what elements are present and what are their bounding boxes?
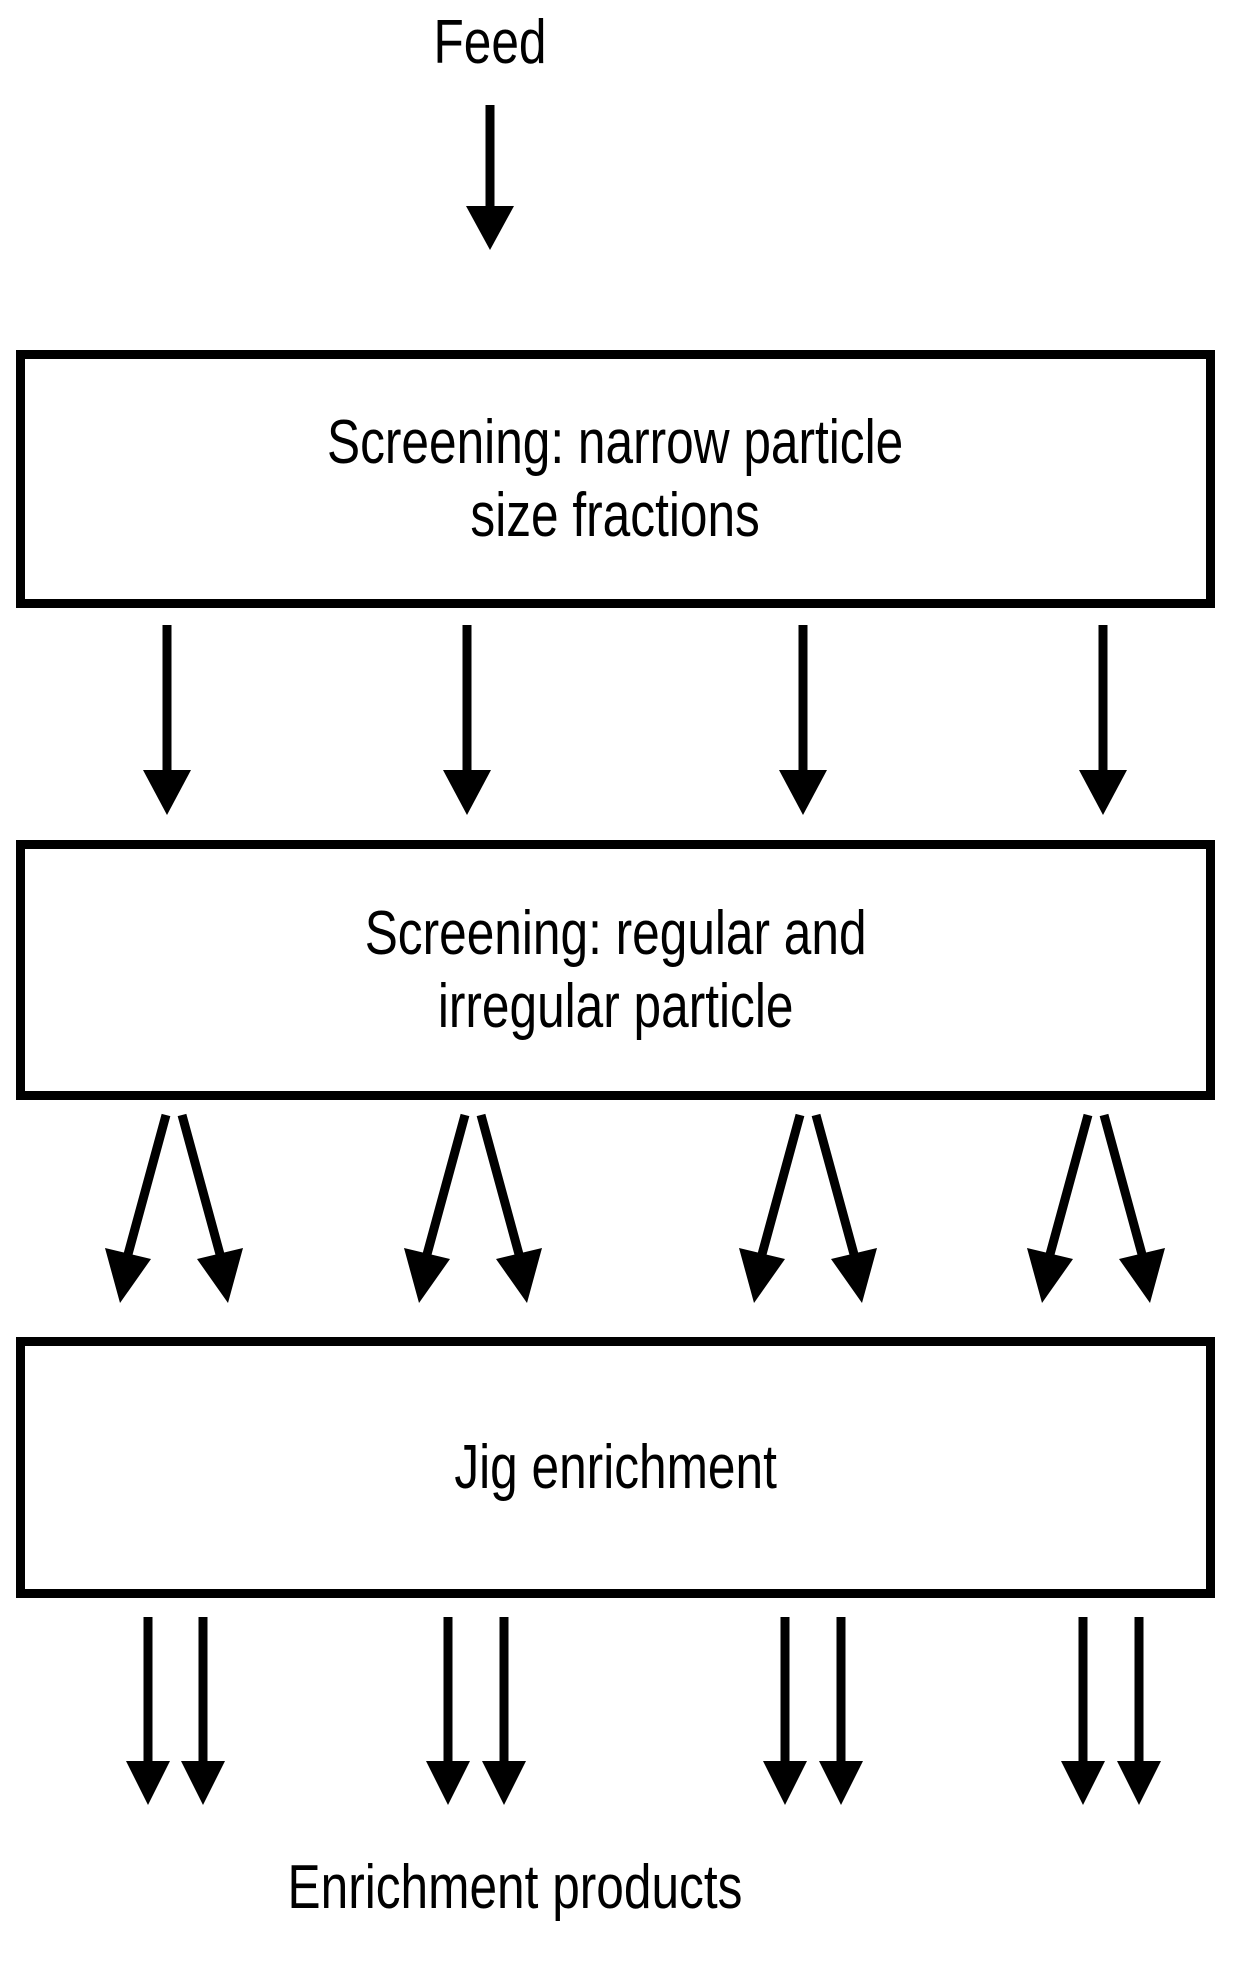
arrow-jig-to-products-2: [181, 1617, 225, 1805]
arrow-jig-to-products-6: [819, 1617, 863, 1805]
arrow-regular-to-jig-1a: [105, 1113, 171, 1303]
arrow-jig-to-products-7: [1061, 1617, 1105, 1805]
process-box-jig-enrichment: Jig enrichment: [16, 1337, 1215, 1598]
enrichment-products-label: Enrichment products: [287, 1853, 743, 1922]
arrow-regular-to-jig-1b: [177, 1113, 243, 1303]
arrow-regular-to-jig-3a: [739, 1113, 805, 1303]
arrow-jig-to-products-1: [126, 1617, 170, 1805]
arrow-jig-to-products-3: [426, 1617, 470, 1805]
arrow-jig-to-products-8: [1117, 1617, 1161, 1805]
process-box-jig-enrichment-label: Jig enrichment: [454, 1432, 777, 1502]
process-box-screening-regular-label: Screening: regular and irregular particl…: [364, 898, 867, 1041]
arrow-feed-to-screening-narrow: [466, 105, 514, 250]
arrow-regular-to-jig-2b: [476, 1113, 542, 1303]
arrow-regular-to-jig-4a: [1027, 1113, 1093, 1303]
arrow-jig-to-products-4: [482, 1617, 526, 1805]
arrow-narrow-to-regular-2: [443, 625, 491, 815]
arrow-regular-to-jig-4b: [1099, 1113, 1165, 1303]
process-box-screening-narrow-label: Screening: narrow particle size fraction…: [327, 407, 904, 550]
process-box-screening-narrow: Screening: narrow particle size fraction…: [16, 350, 1215, 608]
arrow-jig-to-products-5: [763, 1617, 807, 1805]
arrow-narrow-to-regular-3: [779, 625, 827, 815]
process-box-screening-regular: Screening: regular and irregular particl…: [16, 840, 1215, 1100]
arrow-regular-to-jig-3b: [811, 1113, 877, 1303]
arrow-regular-to-jig-2a: [404, 1113, 470, 1303]
arrow-narrow-to-regular-4: [1079, 625, 1127, 815]
arrow-narrow-to-regular-1: [143, 625, 191, 815]
feed-label: Feed: [433, 8, 547, 77]
